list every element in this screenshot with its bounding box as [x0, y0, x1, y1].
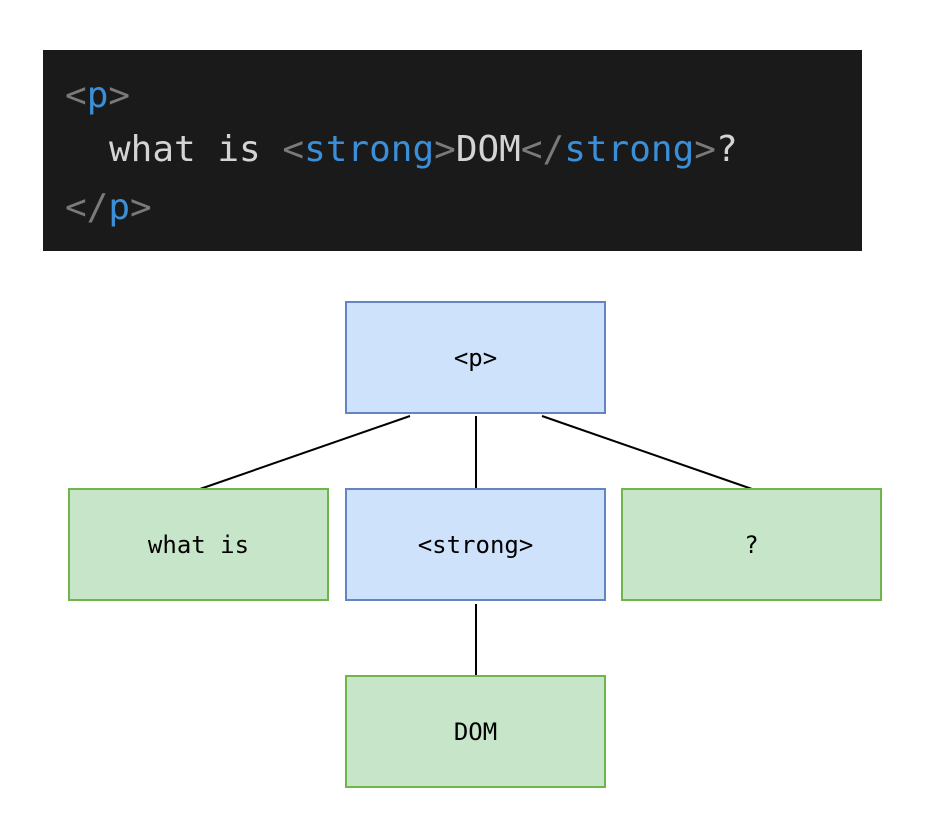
code-tag: strong — [304, 129, 435, 170]
code-tag: p — [86, 75, 109, 116]
tree-node-text-dom: DOM — [345, 675, 606, 788]
node-label: what is — [147, 530, 250, 559]
code-punct: > — [130, 187, 152, 228]
tree-node-text-question: ? — [621, 488, 882, 601]
code-line-open-p: <p> — [65, 78, 130, 114]
node-label: <strong> — [417, 530, 534, 559]
code-line-close-p: </p> — [65, 190, 152, 226]
node-label: DOM — [453, 717, 498, 746]
code-text: what is — [109, 129, 283, 170]
code-punct: < — [65, 75, 87, 116]
code-text: DOM — [455, 129, 521, 170]
code-tag: strong — [564, 129, 695, 170]
node-label: ? — [744, 530, 759, 559]
code-punct: > — [694, 129, 716, 170]
tree-node-text-what-is: what is — [68, 488, 329, 601]
edge-p-whatis — [199, 415, 411, 490]
tree-node-strong-element: <strong> — [345, 488, 606, 601]
code-tag: p — [108, 187, 131, 228]
code-text: ? — [715, 129, 738, 170]
node-label: <p> — [453, 343, 498, 372]
edge-p-question — [541, 415, 753, 490]
code-punct: </ — [65, 187, 109, 228]
code-punct: > — [108, 75, 131, 116]
code-line-content: what is <strong>DOM</strong>? — [109, 132, 738, 168]
code-punct: </ — [520, 129, 565, 170]
code-punct: < — [282, 129, 305, 170]
code-block: <p> what is <strong>DOM</strong>? </p> — [43, 50, 862, 251]
code-punct: > — [434, 129, 456, 170]
tree-node-p-element: <p> — [345, 301, 606, 414]
